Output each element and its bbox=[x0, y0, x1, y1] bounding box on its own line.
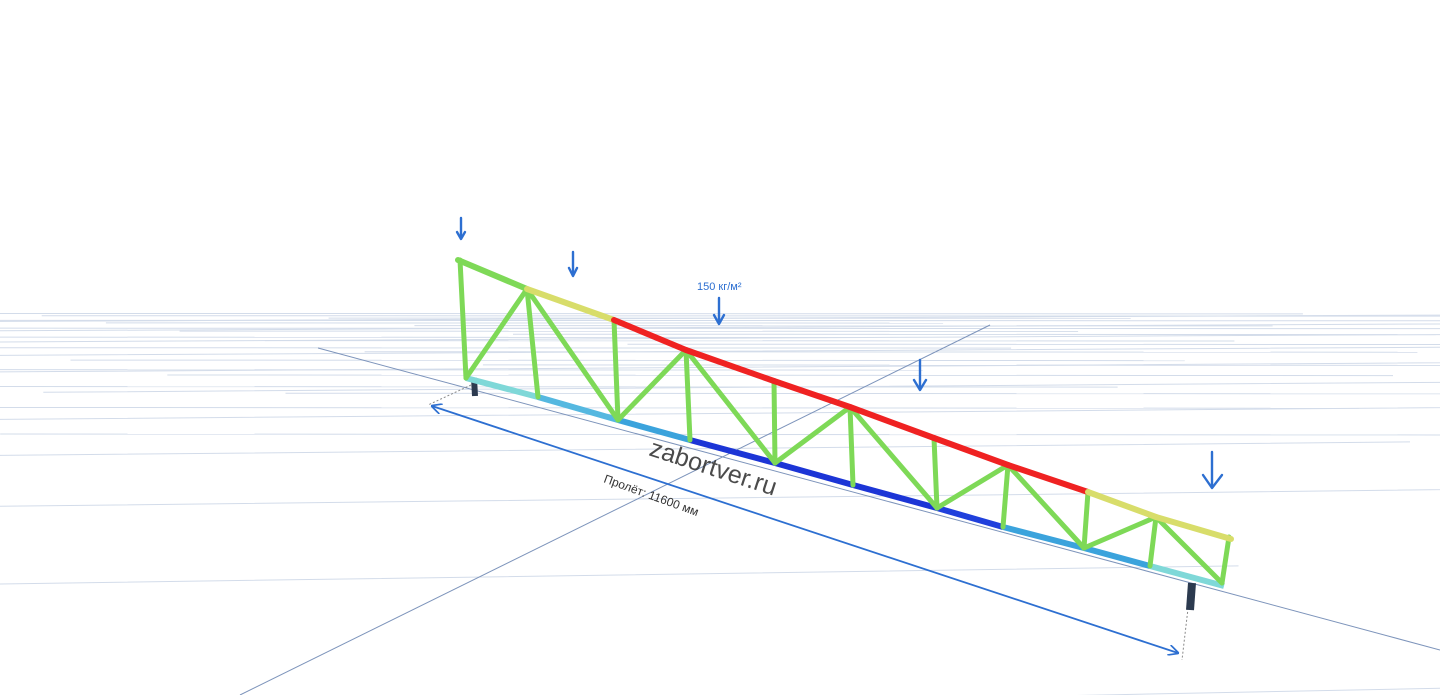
bottom-chord-segment bbox=[689, 437, 776, 466]
grid-line bbox=[285, 392, 1440, 395]
top-chord-segment bbox=[455, 257, 530, 292]
grid-line bbox=[0, 433, 1440, 436]
top-chord bbox=[455, 257, 1234, 542]
web-member bbox=[463, 286, 530, 381]
bottom-chord-segment bbox=[465, 375, 539, 400]
support-right bbox=[1186, 582, 1196, 611]
load-arrow-icon bbox=[712, 296, 726, 326]
bottom-chord-segment bbox=[617, 417, 691, 443]
grid-line bbox=[0, 489, 1440, 507]
grid-line bbox=[0, 386, 1118, 388]
load-arrow-icon bbox=[567, 250, 579, 278]
load-arrows bbox=[455, 216, 1224, 490]
load-arrow-icon bbox=[455, 216, 467, 241]
dimension-extension-left bbox=[427, 384, 472, 406]
bottom-chord-segment bbox=[852, 482, 938, 511]
grid-line bbox=[482, 364, 1440, 366]
top-chord-segment bbox=[611, 317, 689, 353]
web-member bbox=[1147, 514, 1159, 569]
bottom-chord bbox=[465, 375, 1225, 589]
web-member bbox=[847, 404, 856, 488]
grid-line bbox=[167, 374, 1394, 377]
web-members bbox=[457, 257, 1232, 586]
top-chord-segment bbox=[771, 378, 853, 410]
web-member bbox=[934, 462, 1011, 511]
web-member bbox=[1081, 489, 1091, 551]
web-member bbox=[683, 347, 778, 466]
top-chord-segment bbox=[524, 286, 617, 323]
web-member bbox=[1219, 534, 1232, 586]
web-member bbox=[847, 404, 940, 511]
web-member bbox=[1000, 462, 1011, 530]
ground-grid bbox=[0, 312, 1440, 695]
grid-line bbox=[0, 312, 1303, 315]
bottom-chord-segment bbox=[936, 505, 1004, 530]
grid-line bbox=[364, 351, 1418, 353]
bottom-chord-segment bbox=[537, 394, 619, 423]
web-member bbox=[1005, 462, 1087, 551]
load-arrow-icon bbox=[912, 358, 928, 392]
grid-line bbox=[0, 327, 1440, 330]
top-chord-segment bbox=[1153, 514, 1234, 542]
top-chord-segment bbox=[1085, 489, 1159, 520]
web-member bbox=[931, 435, 940, 511]
top-chord-segment bbox=[847, 404, 937, 441]
grid-line bbox=[0, 369, 923, 371]
web-member bbox=[524, 286, 541, 400]
web-member bbox=[611, 317, 621, 423]
web-member bbox=[615, 347, 689, 423]
span-dimension: Пролёт: 11600 мм bbox=[427, 384, 1190, 661]
bottom-chord-segment bbox=[1002, 524, 1085, 551]
grid-line bbox=[0, 319, 1440, 322]
web-member bbox=[772, 404, 853, 466]
web-member bbox=[771, 378, 778, 466]
web-member bbox=[1081, 514, 1159, 551]
grid-line bbox=[0, 406, 1359, 409]
bottom-chord-segment bbox=[1149, 563, 1225, 589]
grid-line bbox=[0, 323, 1440, 332]
top-chord-segment bbox=[1005, 462, 1091, 495]
top-chord-segment bbox=[931, 435, 1011, 468]
top-chord-segment bbox=[683, 347, 777, 384]
load-arrow-icon bbox=[1201, 450, 1224, 490]
load-label: 150 кг/м² bbox=[697, 281, 742, 293]
bottom-chord-segment bbox=[1083, 545, 1151, 569]
grid-line bbox=[70, 359, 1185, 362]
ground-axes bbox=[239, 324, 1440, 695]
web-member bbox=[524, 286, 621, 423]
grid-line bbox=[0, 565, 1239, 585]
grid-line bbox=[41, 315, 1440, 317]
web-member bbox=[1153, 514, 1225, 586]
grid-line bbox=[1076, 687, 1440, 695]
dimension-arrow-icon bbox=[432, 406, 1178, 653]
web-member bbox=[683, 347, 693, 443]
bottom-chord-segment bbox=[774, 460, 854, 488]
web-member bbox=[457, 257, 469, 381]
